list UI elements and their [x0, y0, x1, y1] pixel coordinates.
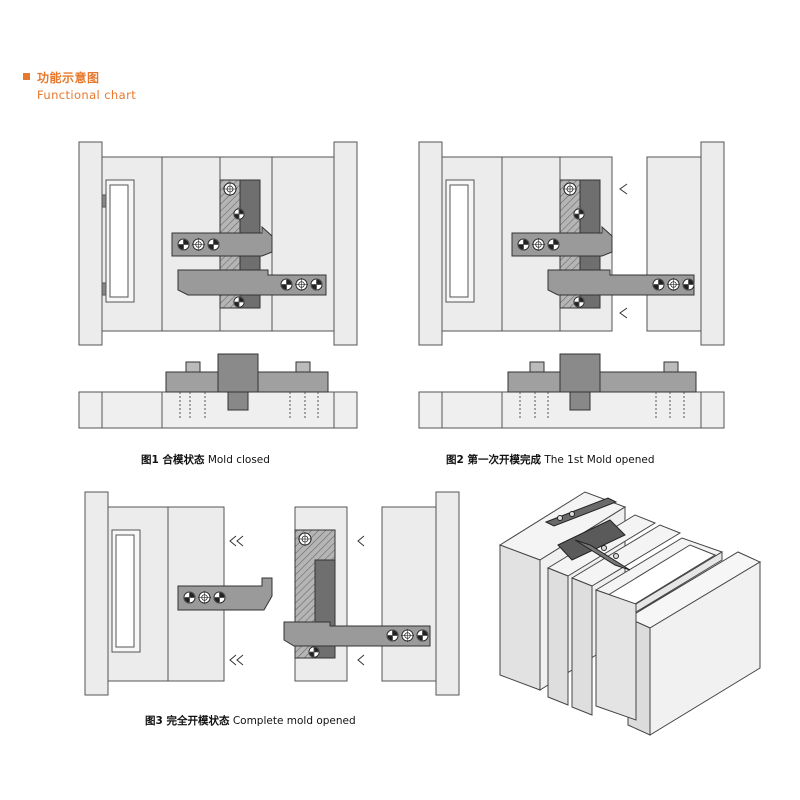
isometric-mold-view — [498, 491, 762, 736]
section-title-cn: 功能示意图 — [37, 71, 100, 85]
figure-2-first-mold-opened — [418, 141, 725, 429]
figure-3-caption-cn: 图3 完全开模状态 — [145, 715, 230, 727]
figure-1-mold-closed — [78, 141, 358, 429]
screw-hole-icon — [233, 208, 245, 220]
figure-3-caption-en: Complete mold opened — [232, 715, 356, 727]
figure-2-caption-cn: 图2 第一次开模完成 — [446, 454, 541, 466]
figure-2-caption-en: The 1st Mold opened — [544, 454, 655, 466]
figure-3-complete-mold-opened — [84, 491, 460, 696]
direction-arrow-icon — [619, 183, 628, 319]
direction-arrow-icon — [229, 535, 365, 666]
screw-hole-icon — [233, 296, 245, 308]
figure-3-caption: 图3 完全开模状态 Complete mold opened — [145, 713, 356, 728]
figure-1-caption-en: Mold closed — [207, 454, 270, 466]
figure-1-caption-cn: 图1 合模状态 — [141, 454, 205, 466]
figure-2-caption: 图2 第一次开模完成 The 1st Mold opened — [446, 452, 655, 467]
section-title-en: Functional chart — [37, 88, 137, 102]
figure-1-caption: 图1 合模状态 Mold closed — [141, 452, 270, 467]
section-marker — [23, 73, 30, 80]
